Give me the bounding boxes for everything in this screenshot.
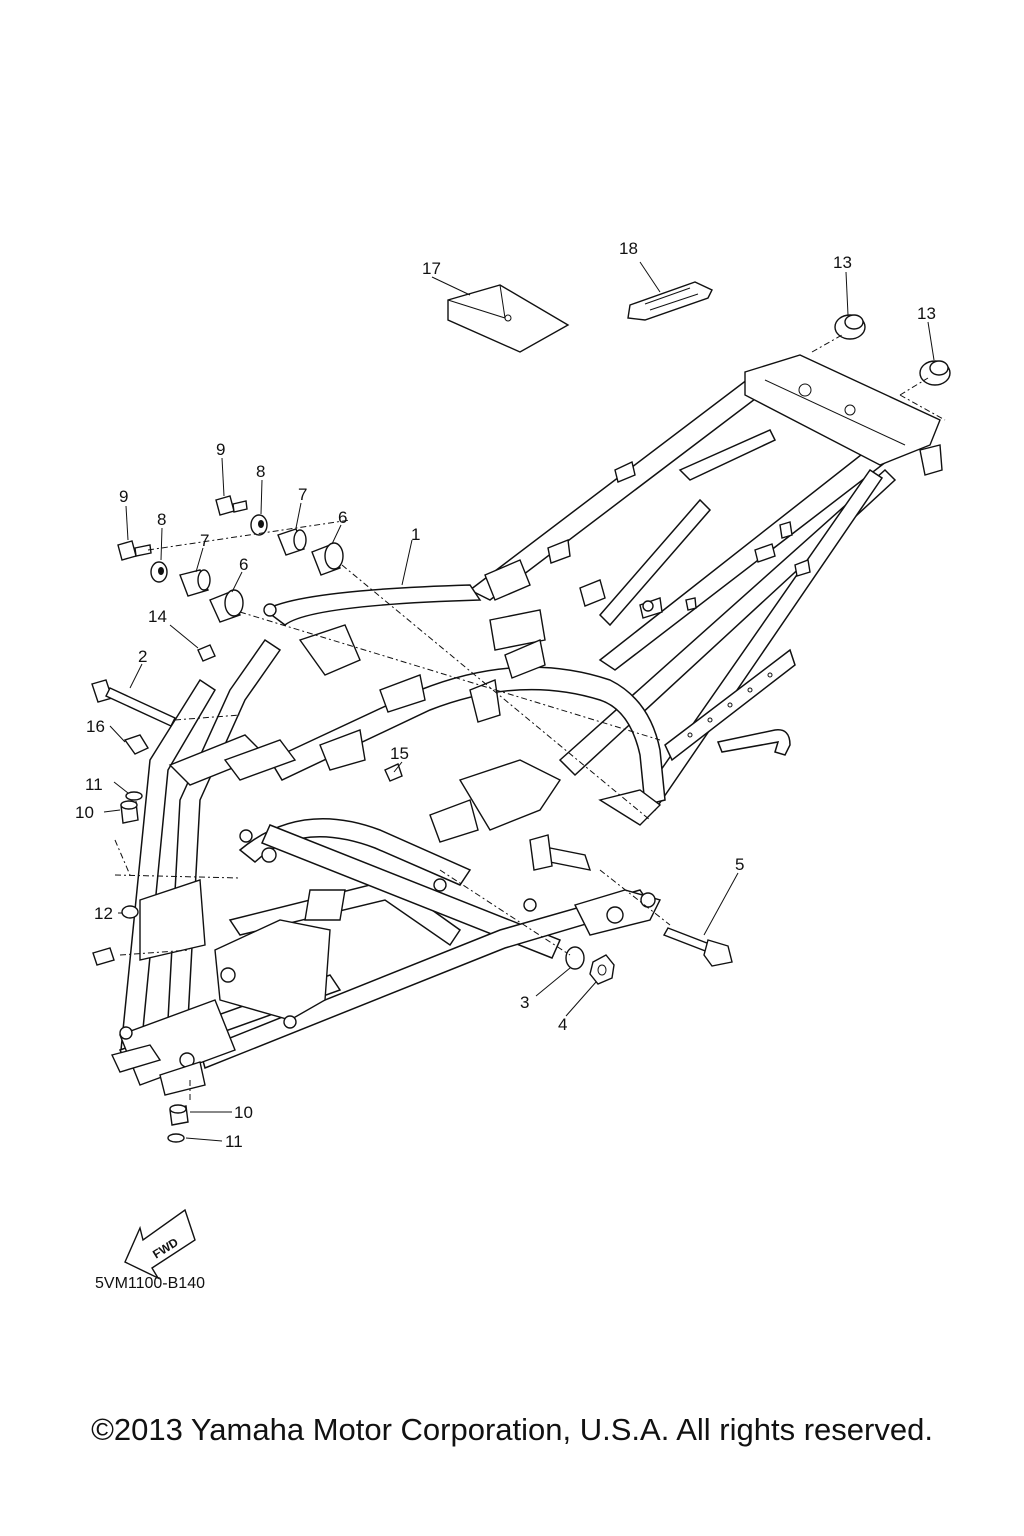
part-14-block xyxy=(197,644,216,662)
part-10-grommet-b xyxy=(169,1104,189,1126)
callout-11a: 11 xyxy=(85,775,103,794)
callout-2: 2 xyxy=(138,647,147,666)
part-4-nut xyxy=(589,954,615,985)
part-9-bolt-a xyxy=(117,540,152,561)
callout-18: 18 xyxy=(619,239,638,258)
part-16-clamp xyxy=(123,734,150,755)
part-2-long-bolt xyxy=(91,679,176,727)
callout-9a: 9 xyxy=(119,487,128,506)
part-6-bushing-b xyxy=(311,542,344,576)
part-6-bushing-a xyxy=(209,589,244,623)
callout-7b: 7 xyxy=(298,485,307,504)
part-10-grommet-a xyxy=(120,800,139,824)
diagram-code: 5VM1100-B140 xyxy=(95,1275,205,1292)
part-13-damper-a xyxy=(834,314,866,340)
part-5-bolt xyxy=(662,927,733,967)
callout-13b: 13 xyxy=(917,304,936,323)
callout-labels: 1 2 3 4 5 6 6 7 7 8 8 9 9 10 10 11 11 12… xyxy=(75,239,936,1151)
part-3-washer xyxy=(565,946,585,970)
part-11-oring-a xyxy=(125,791,143,801)
fwd-arrow-icon: FWD xyxy=(124,1208,196,1280)
callout-12: 12 xyxy=(94,904,113,923)
part-12-fitting xyxy=(92,905,139,966)
leader-lines xyxy=(103,261,935,1142)
part-8-washer-b xyxy=(250,514,268,536)
callout-16: 16 xyxy=(86,717,105,736)
callout-5: 5 xyxy=(735,855,744,874)
part-17-pouch xyxy=(447,284,570,353)
part-9-bolt-b xyxy=(215,495,248,516)
part-7-collar-a xyxy=(179,569,211,597)
part-11-oring-b xyxy=(167,1133,185,1143)
center-lines xyxy=(114,334,946,1100)
callout-4: 4 xyxy=(558,1015,567,1034)
copyright-notice: ©2013 Yamaha Motor Corporation, U.S.A. A… xyxy=(91,1412,933,1447)
part-15-label xyxy=(384,763,403,782)
callout-9b: 9 xyxy=(216,440,225,459)
callout-7a: 7 xyxy=(200,531,209,550)
callout-8b: 8 xyxy=(256,462,265,481)
callout-3: 3 xyxy=(520,993,529,1012)
part-18-tool-kit xyxy=(627,281,713,321)
main-frame xyxy=(111,354,943,1096)
part-13-damper-b xyxy=(919,360,951,386)
part-7-collar-b xyxy=(277,528,307,556)
callout-14: 14 xyxy=(148,607,167,626)
callout-1: 1 xyxy=(411,525,420,544)
callout-6a: 6 xyxy=(239,555,248,574)
callout-6b: 6 xyxy=(338,508,347,527)
callout-17: 17 xyxy=(422,259,441,278)
callout-10b: 10 xyxy=(234,1103,253,1122)
callout-8a: 8 xyxy=(157,510,166,529)
callout-10a: 10 xyxy=(75,803,94,822)
callout-15: 15 xyxy=(390,744,409,763)
callout-13a: 13 xyxy=(833,253,852,272)
part-8-washer-a xyxy=(150,561,168,583)
callout-11b: 11 xyxy=(225,1132,243,1151)
